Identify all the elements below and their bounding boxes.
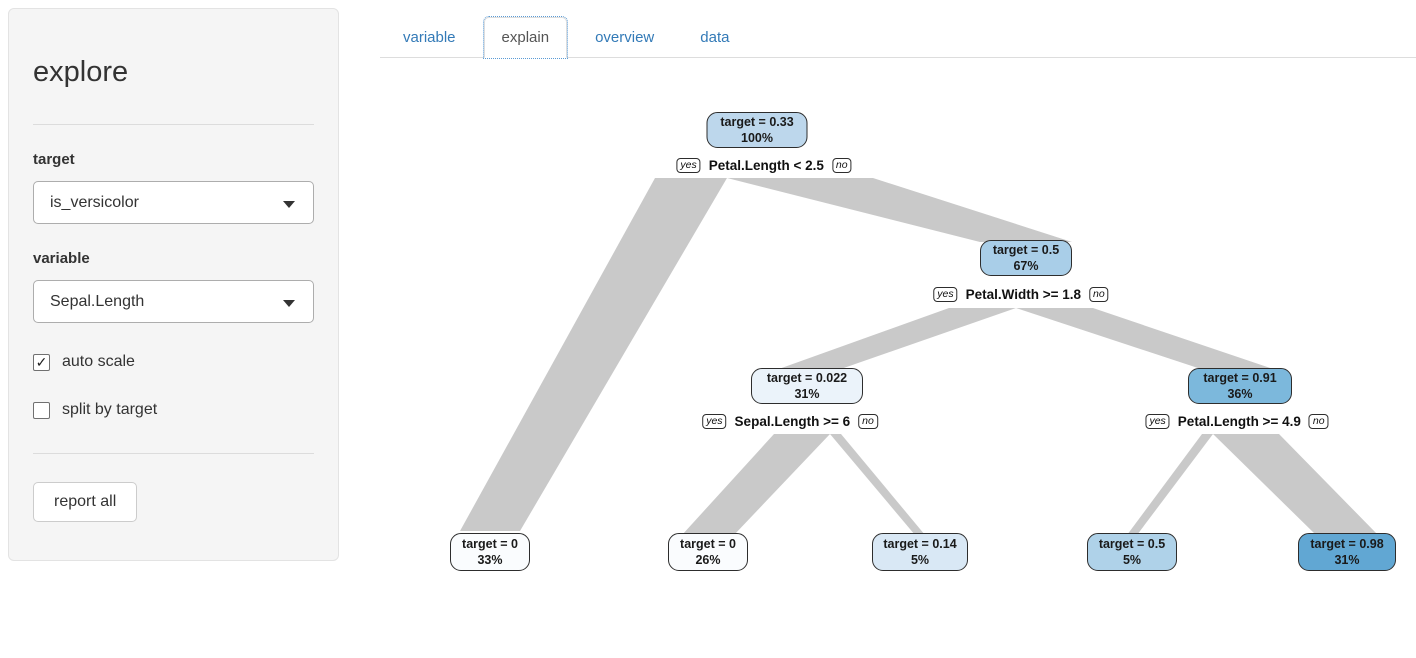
report-all-button[interactable]: report all	[33, 482, 138, 522]
node-value: target = 0	[680, 537, 736, 551]
tab-overview: overview	[577, 17, 672, 58]
tab-link-data[interactable]: data	[700, 29, 730, 46]
tree-edge-3	[1016, 308, 1276, 370]
tree-edge-2	[776, 308, 1016, 370]
node-value: target = 0.33	[720, 115, 794, 129]
sidebar-divider-top	[33, 124, 314, 125]
tree-edge-1	[727, 178, 1072, 242]
tree-split-1: yes Petal.Width >= 1.8 no	[933, 287, 1109, 302]
page-title: explore	[33, 56, 129, 88]
sidebar-panel: explore target is_versicolor variable Se…	[8, 8, 339, 561]
no-chip: no	[1308, 414, 1329, 429]
node-value: target = 0	[462, 537, 518, 551]
no-chip: no	[858, 414, 878, 429]
tree-split-0: yes Petal.Length < 2.5 no	[676, 158, 852, 173]
split-by-target-checkbox[interactable]: ✓ split by target	[33, 401, 314, 419]
tree-node-leaf-33: target = 0 33%	[450, 533, 530, 571]
tree-node-leaf-5a: target = 0.14 5%	[872, 533, 968, 571]
node-percent: 100%	[741, 131, 773, 145]
tab-bar: variable explain overview data	[380, 0, 1416, 59]
split-condition: Petal.Length >= 4.9	[1177, 414, 1301, 429]
variable-label: variable	[33, 250, 90, 267]
tree-node-node-36: target = 0.91 36%	[1188, 368, 1292, 404]
target-label: target	[33, 151, 75, 168]
variable-select[interactable]: Sepal.Length	[33, 280, 314, 323]
node-percent: 67%	[1013, 259, 1039, 273]
auto-scale-label: auto scale	[62, 353, 135, 370]
tree-split-2: yes Sepal.Length >= 6 no	[702, 414, 878, 429]
tab-link-overview[interactable]: overview	[595, 29, 655, 46]
node-percent: 33%	[477, 553, 503, 567]
tree-edge-4	[682, 434, 830, 535]
tree-node-leaf-5b: target = 0.5 5%	[1087, 533, 1177, 571]
variable-select-value: Sepal.Length	[50, 292, 145, 310]
node-percent: 31%	[794, 387, 820, 401]
target-select-value: is_versicolor	[50, 193, 139, 211]
split-condition: Petal.Width >= 1.8	[965, 287, 1082, 302]
tab-data: data	[682, 17, 747, 58]
target-select[interactable]: is_versicolor	[33, 181, 314, 224]
checkbox-icon: ✓	[33, 401, 50, 419]
node-value: target = 0.91	[1203, 371, 1277, 385]
node-percent: 26%	[695, 553, 721, 567]
yes-chip: yes	[702, 414, 727, 429]
yes-chip: yes	[933, 287, 958, 302]
tree-node-root: target = 0.33 100%	[706, 112, 808, 148]
tree-node-node-67: target = 0.5 67%	[980, 240, 1072, 276]
sidebar-divider-bottom	[33, 453, 314, 454]
tree-node-node-31: target = 0.022 31%	[751, 368, 863, 404]
tree-edge-5	[830, 434, 925, 535]
tree-node-leaf-26: target = 0 26%	[668, 533, 748, 571]
tree-node-leaf-31b: target = 0.98 31%	[1298, 533, 1396, 571]
tree-edge-0	[460, 178, 727, 531]
split-condition: Petal.Length < 2.5	[708, 158, 824, 173]
tab-variable: variable	[385, 17, 474, 58]
auto-scale-checkbox[interactable]: ✓ auto scale	[33, 353, 314, 371]
tab-link-explain[interactable]: explain	[482, 16, 569, 59]
tree-edge-6	[1127, 434, 1213, 535]
no-chip: no	[831, 158, 852, 173]
node-percent: 31%	[1334, 553, 1360, 567]
node-percent: 36%	[1227, 387, 1253, 401]
split-condition: Sepal.Length >= 6	[734, 414, 851, 429]
split-by-target-label: split by target	[62, 401, 158, 418]
node-value: target = 0.5	[992, 243, 1060, 257]
chevron-down-icon	[283, 299, 295, 307]
main-panel: variable explain overview data	[380, 0, 1416, 59]
node-value: target = 0.98	[1310, 537, 1384, 551]
checkbox-icon: ✓	[33, 353, 50, 371]
tree-split-3: yes Petal.Length >= 4.9 no	[1145, 414, 1329, 429]
tab-explain: explain	[482, 16, 569, 59]
chevron-down-icon	[283, 200, 295, 208]
node-percent: 5%	[910, 553, 930, 567]
yes-chip: yes	[1145, 414, 1170, 429]
tree-edge-7	[1213, 434, 1378, 535]
node-value: target = 0.5	[1098, 537, 1166, 551]
node-value: target = 0.14	[883, 537, 957, 551]
yes-chip: yes	[676, 158, 701, 173]
tab-link-variable[interactable]: variable	[403, 29, 456, 46]
no-chip: no	[1089, 287, 1109, 302]
node-percent: 5%	[1122, 553, 1142, 567]
node-value: target = 0.022	[766, 371, 848, 385]
